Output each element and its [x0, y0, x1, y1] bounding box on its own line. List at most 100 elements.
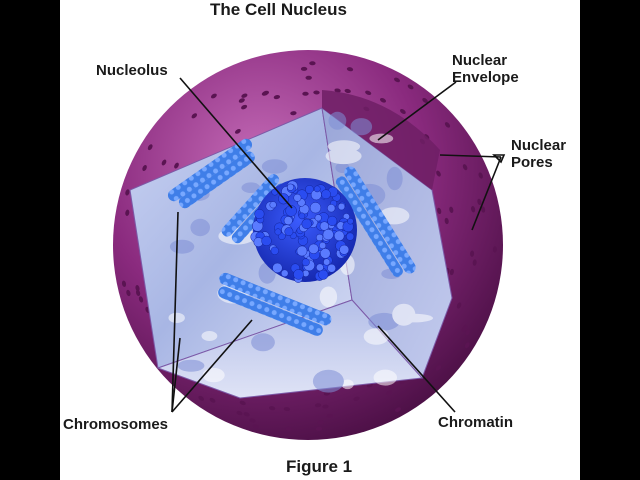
nucleolus-granule — [320, 248, 331, 259]
label-nuclear-pores: Nuclear Pores — [511, 137, 566, 171]
nucleolus-granule — [319, 241, 327, 250]
nuclear-pore — [464, 342, 470, 349]
nucleus-illustration — [113, 50, 506, 440]
nucleolus-granule — [283, 216, 293, 226]
label-chromosomes: Chromosomes — [63, 416, 169, 433]
chromatin-blot — [341, 379, 354, 390]
nucleolus-granule — [321, 189, 331, 200]
nuclear-pore — [395, 407, 401, 412]
nucleolus-granule — [347, 217, 354, 225]
label-nuclear-envelope-line1: Nuclear — [452, 52, 508, 69]
nuclear-pore — [422, 97, 428, 104]
chromosome-1b — [178, 151, 255, 209]
nucleolus-granule — [254, 208, 265, 220]
nucleolus-granule — [272, 262, 283, 274]
nuclear-pore — [210, 93, 217, 99]
nuclear-pore — [243, 412, 250, 417]
nucleolus-granule — [284, 227, 294, 237]
nuclear-pore — [314, 403, 322, 408]
nuclear-pore — [326, 413, 333, 418]
nuclear-pore — [471, 206, 476, 213]
nuclear-pore — [300, 66, 308, 71]
nuclear-pore — [380, 98, 386, 103]
nuclear-pore — [481, 206, 486, 213]
nuclear-pore — [121, 280, 127, 287]
leader-lines — [171, 77, 502, 413]
chromatin-blot — [350, 118, 373, 136]
chromosome-3a — [219, 272, 332, 326]
leader-chromosome-1 — [171, 211, 179, 413]
chromosome-1a — [167, 138, 253, 202]
chromatin-blot — [325, 148, 362, 165]
nucleolus-granule — [261, 235, 272, 247]
nuclear-pore — [478, 172, 483, 179]
nuclear-pore — [209, 397, 216, 403]
nuclear-pore — [462, 164, 468, 171]
nucleolus-granule — [298, 212, 306, 220]
nucleolus-granule — [327, 204, 336, 213]
chromatin-blot — [251, 333, 275, 352]
nuclear-pore — [334, 88, 341, 93]
chromatin-blot — [190, 218, 210, 237]
nuclear-pore — [283, 407, 291, 412]
label-nuclear-envelope-line2: Envelope — [452, 69, 519, 86]
nuclear-pores — [121, 61, 497, 431]
nuclear-pore — [309, 61, 316, 66]
chromosomes — [167, 138, 416, 336]
pores-label-bracket — [492, 154, 506, 164]
nuclear-pore — [353, 396, 360, 401]
nuclear-pore — [322, 404, 329, 409]
chromatin-blot — [177, 359, 205, 372]
leader-chromosome-3 — [171, 319, 253, 413]
nucleolus-granule — [293, 193, 302, 202]
nuclear-pore — [249, 418, 256, 423]
nuclear-pore — [436, 170, 441, 177]
nucleolus-granule — [337, 202, 346, 211]
chromatin-blot — [168, 312, 185, 323]
nuclear-pore — [191, 113, 198, 119]
nucleolus-granule — [315, 233, 324, 242]
nuclear-pore — [290, 111, 297, 116]
nuclear-pore — [125, 209, 130, 216]
chromatin-blot — [328, 111, 347, 130]
nuclear-pore — [302, 91, 309, 96]
nuclear-pore — [234, 129, 241, 134]
chromatin-blot — [312, 369, 344, 393]
nucleolus-granule — [333, 230, 345, 242]
nucleolus-granule — [309, 202, 322, 214]
nuclear-pore — [400, 109, 406, 114]
nucleolus-granule — [305, 185, 314, 194]
chromatin-blot — [169, 239, 195, 254]
nuclear-pore — [252, 424, 260, 429]
chromatin-blot — [201, 331, 218, 341]
nuclear-pore — [456, 302, 462, 309]
nucleolus-granule — [322, 229, 334, 241]
chromatin-blot — [319, 286, 338, 308]
nucleolus-granule — [319, 221, 330, 231]
nuclear-pore — [365, 90, 372, 96]
nucleolus-granule — [323, 258, 331, 266]
nuclear-pore — [161, 159, 167, 166]
nuclear-pore — [147, 144, 153, 151]
nuclear-pore — [268, 406, 276, 411]
nuclear-pore — [449, 206, 454, 213]
nuclear-pore — [344, 88, 351, 94]
chromosome-3b — [218, 286, 323, 336]
nuclear-pore — [126, 289, 131, 297]
chromatin-blot — [241, 182, 261, 193]
chromosome-4b — [335, 176, 403, 277]
nuclear-pore — [407, 84, 414, 90]
nuclear-pore — [135, 285, 140, 292]
nucleolus-granule — [339, 244, 350, 255]
nucleolus-granule — [293, 269, 304, 280]
nuclear-pore — [174, 162, 179, 169]
nucleolus-granule — [308, 243, 319, 254]
nucleolus-granule — [301, 218, 312, 230]
nuclear-pore — [317, 420, 324, 425]
leader-nuclear-envelope — [377, 81, 457, 141]
diagram-stage: The Cell Nucleus Nucleolus Nuclear Envel… — [60, 0, 580, 480]
nucleolus-granule — [327, 215, 338, 226]
nuclear-pore — [315, 426, 323, 431]
leader-pores-2 — [471, 156, 502, 231]
nucleolus-granule — [313, 185, 321, 193]
